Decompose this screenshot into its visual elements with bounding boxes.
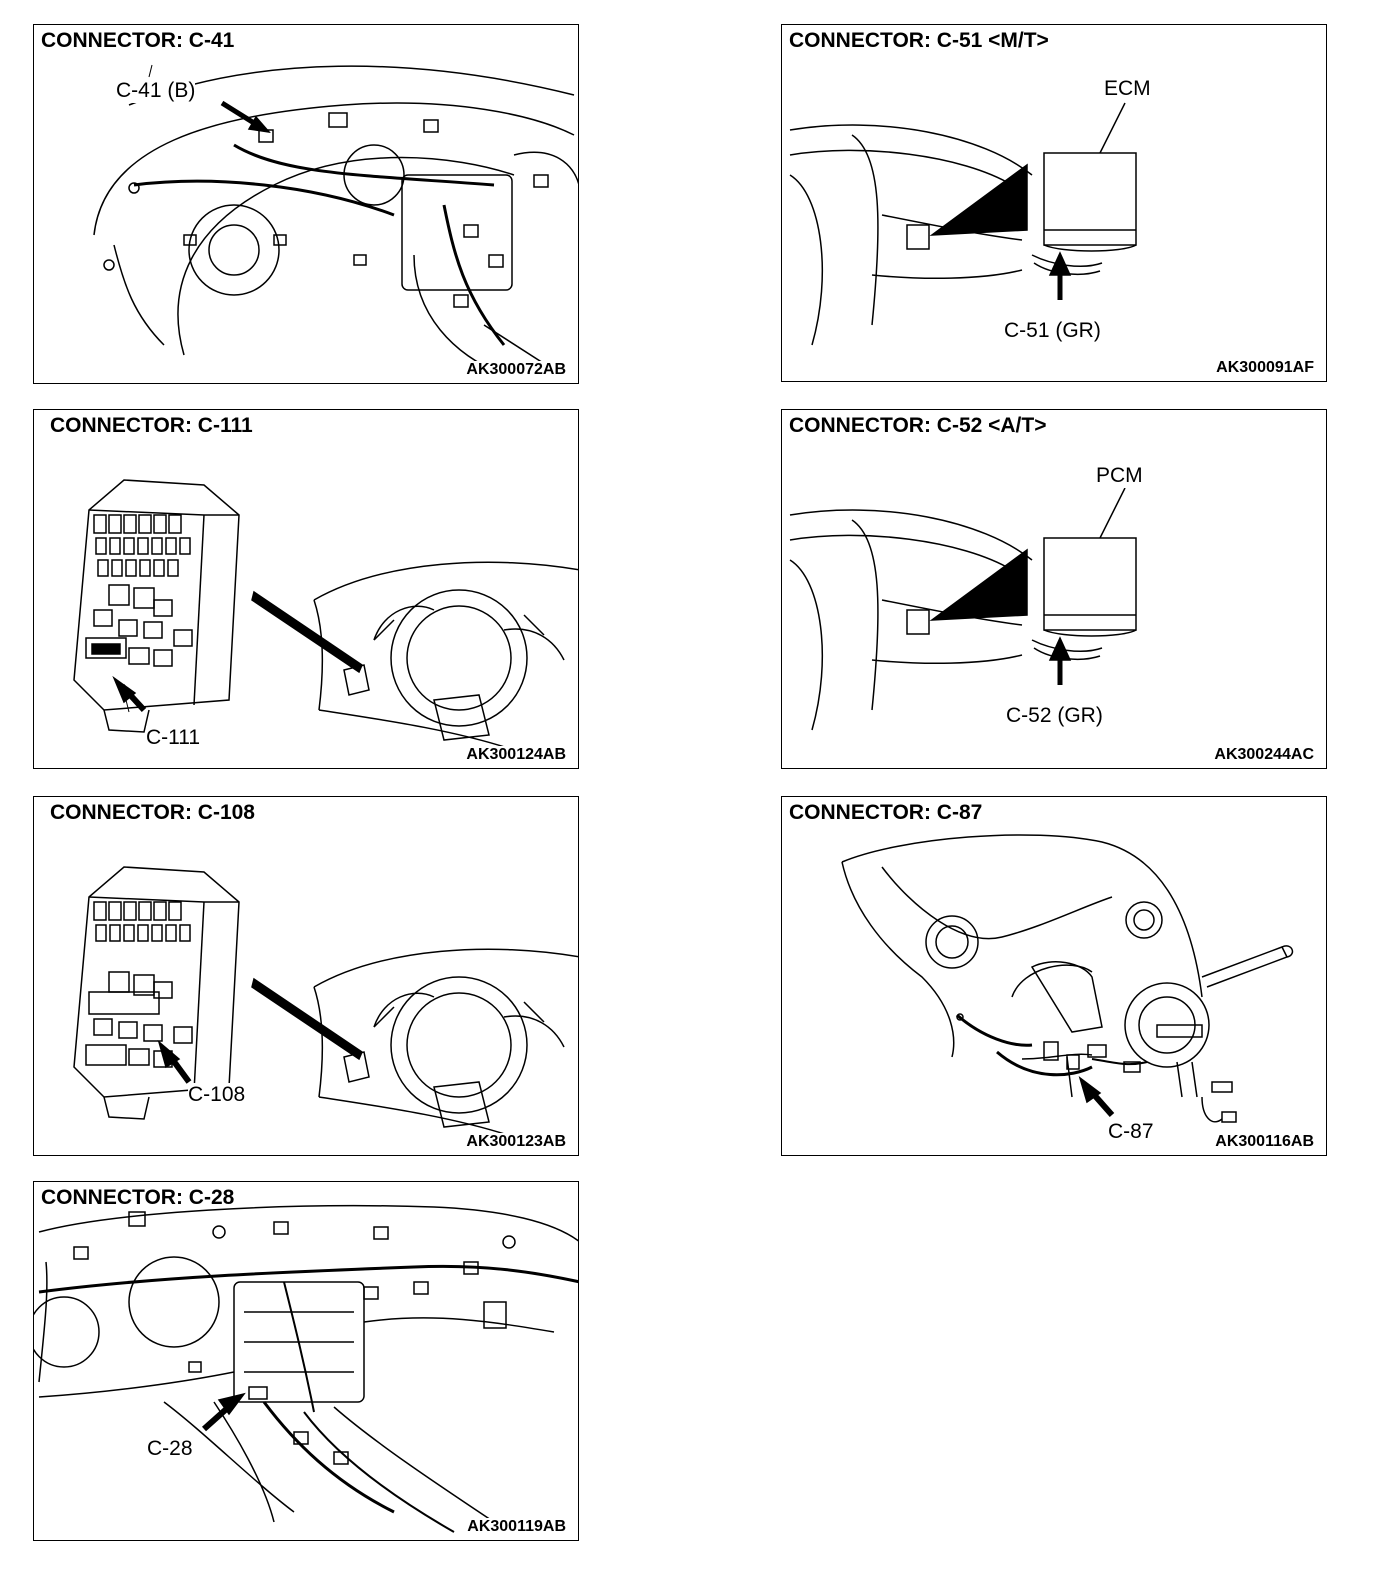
module-label: ECM xyxy=(1104,77,1151,101)
connector-c52-panel: CONNECTOR: C-52 <A/T> PCM C-52 (GR) AK30… xyxy=(781,409,1327,769)
panel-title: CONNECTOR: C-41 xyxy=(41,29,235,52)
figure-code: AK300091AF xyxy=(1214,359,1316,377)
connector-c108-panel: CONNECTOR: C-108 C-108 AK300123AB xyxy=(33,796,579,1156)
figure-code: AK300119AB xyxy=(465,1518,568,1536)
dashboard-harness-illustration xyxy=(34,25,579,384)
pcm-location-illustration xyxy=(782,410,1327,769)
connector-callout: C-28 xyxy=(147,1437,193,1461)
panel-title: CONNECTOR: C-28 xyxy=(41,1186,235,1209)
panel-title: CONNECTOR: C-111 xyxy=(50,414,253,437)
panel-title: CONNECTOR: C-52 <A/T> xyxy=(789,414,1047,437)
connector-callout: C-108 xyxy=(188,1083,246,1107)
figure-code: AK300072AB xyxy=(464,361,568,379)
panel-title: CONNECTOR: C-108 xyxy=(50,801,255,824)
connector-callout: C-52 (GR) xyxy=(1006,704,1103,728)
figure-code: AK300124AB xyxy=(464,746,568,764)
connector-callout: C-87 xyxy=(1108,1120,1154,1144)
connector-c111-panel: CONNECTOR: C-111 C-111 AK300124AB xyxy=(33,409,579,769)
figure-code: AK300123AB xyxy=(464,1133,568,1151)
connector-callout: C-41 (B) xyxy=(116,79,196,103)
connector-c41-panel: CONNECTOR: C-41 C-41 (B) AK300072AB xyxy=(33,24,579,384)
dashboard-harness-illustration xyxy=(34,1182,579,1541)
connector-callout: C-111 xyxy=(146,726,201,750)
connector-c51-panel: CONNECTOR: C-51 <M/T> ECM C-51 (GR) AK30… xyxy=(781,24,1327,382)
junction-block-illustration xyxy=(34,797,579,1156)
figure-code: AK300244AC xyxy=(1212,746,1316,764)
panel-title: CONNECTOR: C-51 <M/T> xyxy=(789,29,1049,52)
connector-callout: C-51 (GR) xyxy=(1004,319,1101,343)
junction-block-illustration xyxy=(34,410,579,769)
module-label: PCM xyxy=(1096,464,1143,488)
ecm-location-illustration xyxy=(782,25,1327,382)
figure-code: AK300116AB xyxy=(1213,1133,1316,1151)
connector-c28-panel: CONNECTOR: C-28 C-28 AK300119AB xyxy=(33,1181,579,1541)
steering-column-illustration xyxy=(782,797,1327,1156)
panel-title: CONNECTOR: C-87 xyxy=(789,801,983,824)
connector-c87-panel: CONNECTOR: C-87 C-87 AK300116AB xyxy=(781,796,1327,1156)
